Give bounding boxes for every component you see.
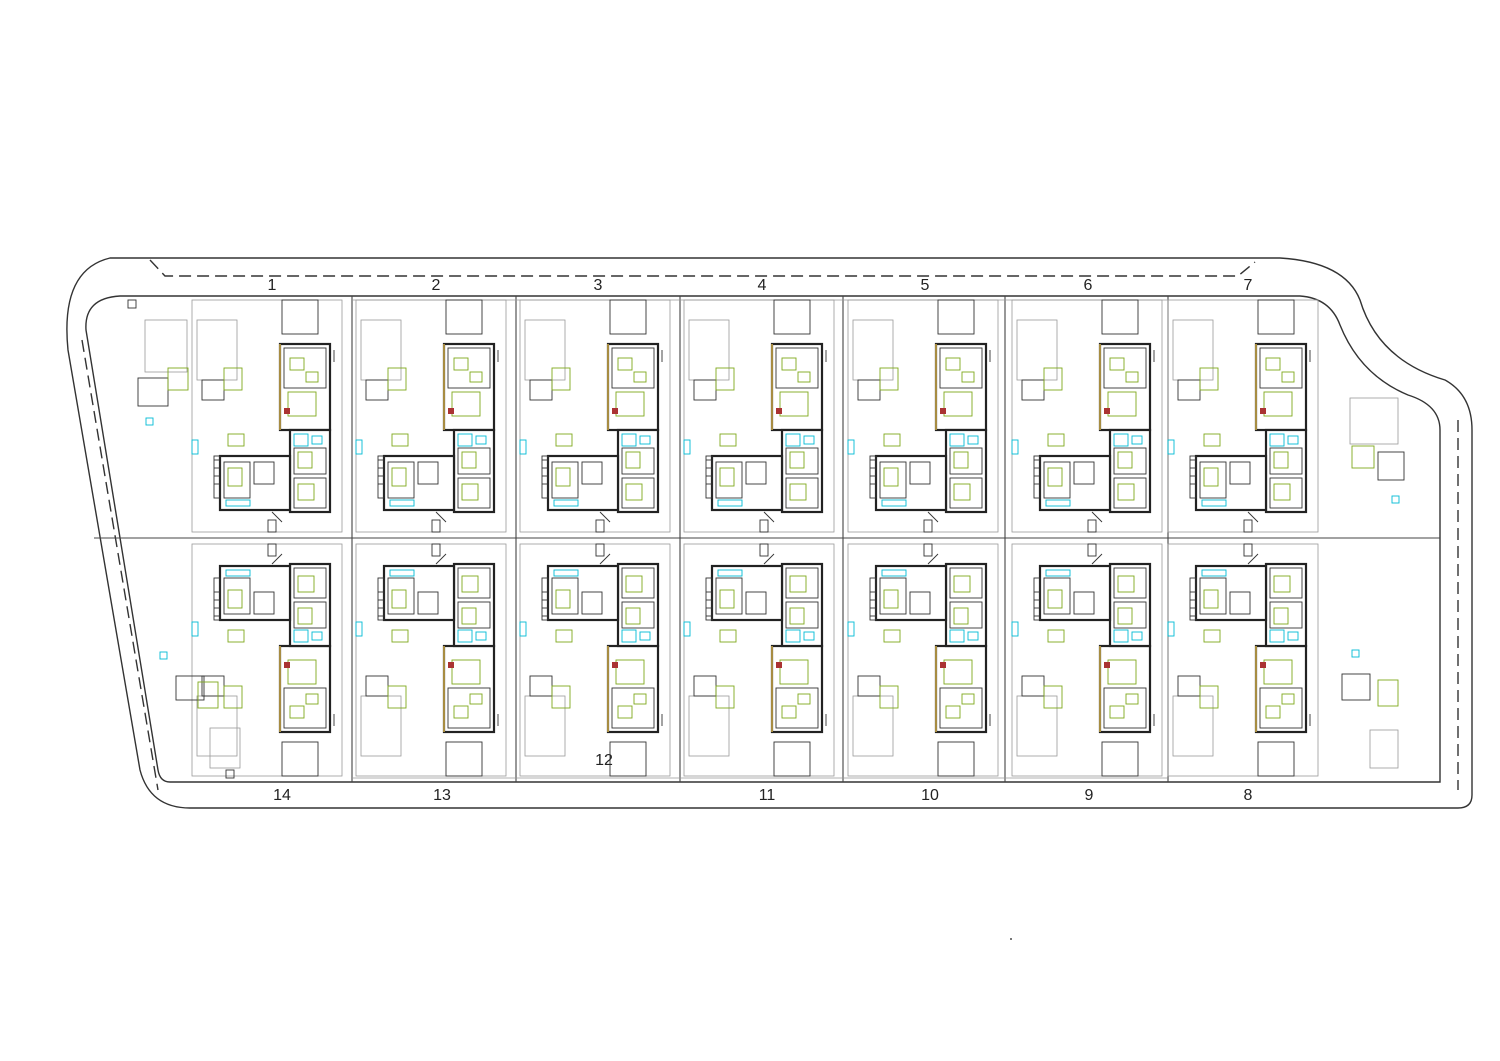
plot-number: 13 [433,787,451,804]
site-dashed-edge [149,259,1256,277]
plot-number: 3 [594,277,603,294]
plot-number: 1 [268,277,277,294]
plot-number: 4 [758,277,767,294]
house-unit [683,543,835,777]
plot-number: 2 [432,277,441,294]
plot-number: 7 [1244,277,1253,294]
site-dashed-left [81,339,159,791]
stray-mark [1010,938,1012,940]
house-unit [355,543,507,777]
house-units [191,299,1319,777]
end-lot-features [127,299,1405,779]
plot-number: 5 [921,277,930,294]
house-unit [1011,299,1163,533]
house-unit [1011,543,1163,777]
site-outer-boundary [66,257,1473,809]
house-unit [1167,543,1319,777]
house-unit [1167,299,1319,533]
house-unit [847,299,999,533]
house-unit [355,299,507,533]
plot-number: 9 [1085,787,1094,804]
plot-number: 11 [759,787,776,804]
plot-number: 12 [595,752,613,769]
house-unit [519,543,671,777]
house-unit [847,543,999,777]
plot-number: 10 [921,787,939,804]
plot-number: 14 [273,787,291,804]
site-inner-boundary [85,295,1441,783]
house-unit [683,299,835,533]
plot-number: 8 [1244,787,1253,804]
house-unit [519,299,671,533]
house-unit [191,299,343,533]
plot-number: 6 [1084,277,1093,294]
house-unit [191,543,343,777]
